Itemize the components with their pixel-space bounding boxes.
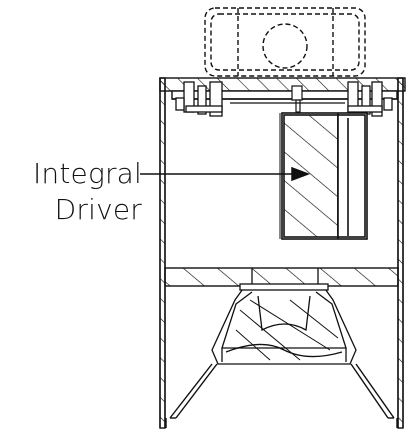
mounting-hardware-left — [175, 81, 223, 117]
lower-trim — [165, 363, 398, 428]
housing-walls — [159, 77, 404, 429]
reflector-assembly — [211, 268, 357, 365]
callout-leader — [140, 166, 311, 182]
junction-box — [204, 7, 366, 77]
callout-label-line1: Integral — [32, 157, 142, 190]
mid-shelf — [164, 267, 399, 287]
mounting-hardware-right — [347, 81, 393, 117]
bracket-hardware — [230, 85, 345, 113]
callout-label-line2: Driver — [54, 193, 142, 226]
